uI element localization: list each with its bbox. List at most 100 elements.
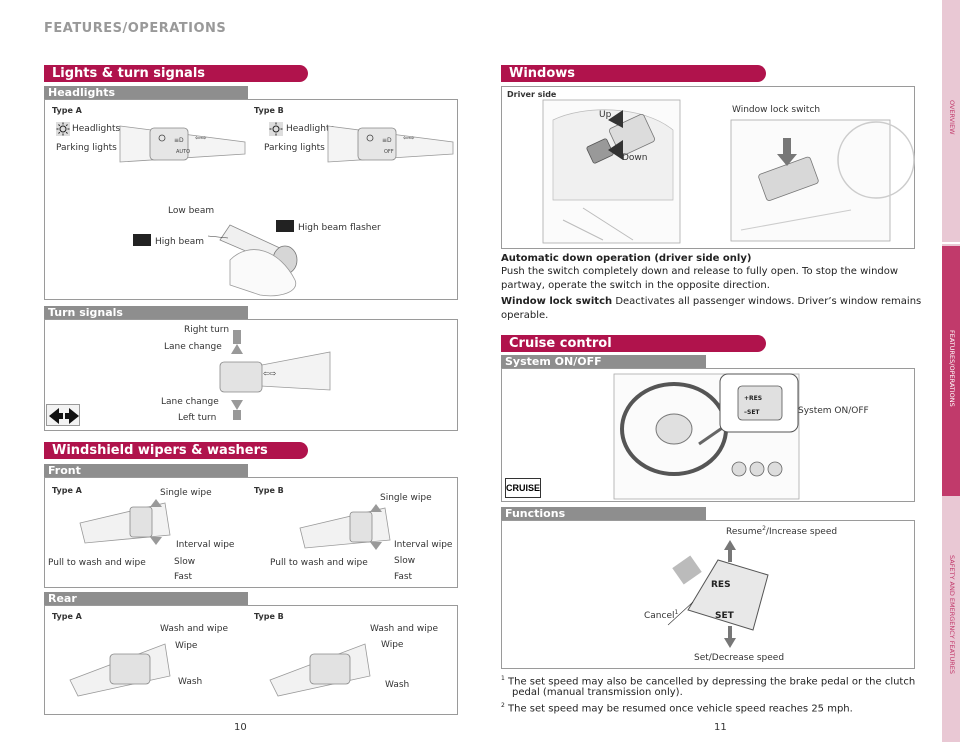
- tab-overview-label: OVERVIEW: [948, 100, 956, 135]
- wash-label-b: Wash: [385, 680, 410, 690]
- pull-to-wash-label-a: Pull to wash and wipe: [48, 558, 146, 568]
- right-turn-label: Right turn: [184, 325, 230, 335]
- footnote-1-mark: 1: [501, 675, 505, 682]
- rear-type-b-label: Type B: [254, 612, 284, 621]
- down-label: Down: [622, 153, 648, 163]
- res-button[interactable]: RES: [711, 580, 731, 590]
- rear-wiper-stalk-a-illustration: [69, 643, 171, 697]
- footnote-2-mark: 2: [501, 702, 505, 709]
- system-onoff-label: System ON/OFF: [798, 406, 869, 416]
- window-lock-text-2: operable.: [501, 310, 549, 321]
- increase-speed-text: /Increase speed: [765, 527, 838, 537]
- set-decrease-label: Set/Decrease speed: [694, 653, 785, 663]
- fast-label-a: Fast: [174, 572, 193, 582]
- window-lock-switch-photo: [730, 119, 915, 242]
- parking-lights-label-a: Parking lights: [56, 143, 117, 153]
- slow-label-a: Slow: [174, 557, 196, 567]
- slow-label-b: Slow: [394, 556, 416, 566]
- svg-text:≡D: ≡D: [382, 137, 392, 144]
- subsection-turn-signals: Turn signals: [44, 306, 248, 319]
- front-wiper-stalk-a-illustration: [79, 499, 171, 545]
- window-lock-bold: Window lock switch: [501, 296, 613, 307]
- cruise-indicator-badge: CRUISE: [505, 478, 541, 498]
- auto-down-text-2: partway, operate the switch in the oppos…: [501, 280, 770, 291]
- tab-safety[interactable]: [942, 498, 960, 742]
- page-number-right: 11: [714, 722, 727, 733]
- front-type-a-label: Type A: [52, 486, 82, 495]
- page-number-left: 10: [234, 722, 247, 733]
- high-beam-label: High beam: [155, 237, 205, 247]
- wash-and-wipe-label-b: Wash and wipe: [370, 624, 438, 634]
- window-lock-paragraph: Window lock switch Deactivates all passe…: [501, 295, 921, 309]
- section-title-lights: Lights & turn signals: [44, 65, 308, 82]
- subsection-functions: Functions: [501, 507, 706, 520]
- subsection-headlights: Headlights: [44, 86, 248, 99]
- section-title-wipers: Windshield wipers & washers: [44, 442, 308, 459]
- parking-lights-label-b: Parking lights: [264, 143, 325, 153]
- subsection-front: Front: [44, 464, 248, 477]
- headlights-label-a: Headlights: [72, 124, 121, 134]
- window-lock-text: Deactivates all passenger windows. Drive…: [612, 296, 922, 307]
- driver-side-label: Driver side: [507, 90, 557, 99]
- rear-type-a-label: Type A: [52, 612, 82, 621]
- wash-and-wipe-label-a: Wash and wipe: [160, 624, 228, 634]
- rear-wiper-stalk-b-illustration: [269, 643, 371, 697]
- type-b-label: Type B: [254, 106, 284, 115]
- type-a-label: Type A: [52, 106, 82, 115]
- svg-text:–SET: –SET: [744, 409, 760, 416]
- headlight-sun-icon: [56, 122, 70, 136]
- set-button[interactable]: SET: [715, 611, 734, 621]
- subsection-rear: Rear: [44, 592, 248, 605]
- auto-down-title: Automatic down operation (driver side on…: [501, 253, 752, 264]
- interval-wipe-label-a: Interval wipe: [176, 540, 235, 550]
- resume-footnote-mark: 2: [762, 525, 766, 532]
- tab-features-active[interactable]: [942, 246, 960, 496]
- page-header: FEATURES/OPERATIONS: [44, 21, 227, 36]
- high-beam-flasher-label: High beam flasher: [298, 223, 381, 233]
- cancel-label: Cancel1: [644, 609, 678, 621]
- headlight-stalk-b-illustration: ≡D OFF ⇦⇨: [327, 125, 454, 163]
- wash-label-a: Wash: [178, 677, 203, 687]
- resume-text: Resume: [726, 527, 763, 537]
- svg-text:≡D: ≡D: [174, 137, 184, 144]
- cancel-text: Cancel: [644, 611, 675, 621]
- left-turn-label: Left turn: [178, 413, 217, 423]
- svg-text:⇦⇨: ⇦⇨: [403, 134, 415, 142]
- footnote-2-text: The set speed may be resumed once vehicl…: [508, 703, 853, 715]
- turn-signal-arrows-icon: [46, 404, 80, 426]
- section-title-cruise: Cruise control: [501, 335, 766, 352]
- wipe-label-b: Wipe: [381, 640, 404, 650]
- front-wiper-stalk-b-illustration: [299, 504, 391, 550]
- window-switch-photo: [542, 99, 681, 244]
- window-lock-switch-label: Window lock switch: [732, 105, 821, 115]
- tab-features-label: FEATURES/OPERATIONS: [948, 330, 956, 407]
- high-beam-flasher-icon: [276, 220, 294, 232]
- lane-change-up-label: Lane change: [164, 342, 222, 352]
- beam-stalk-hand-illustration: [207, 224, 298, 297]
- svg-text:⇦⇨: ⇦⇨: [263, 369, 277, 378]
- front-type-b-label: Type B: [254, 486, 284, 495]
- lane-change-down-label: Lane change: [161, 397, 219, 407]
- wipe-label-a: Wipe: [175, 641, 198, 651]
- cancel-footnote-mark: 1: [674, 609, 679, 616]
- footnote-2: 2 The set speed may be resumed once vehi…: [501, 699, 853, 716]
- subsection-system-onoff: System ON/OFF: [501, 355, 706, 368]
- high-beam-icon: [133, 234, 151, 246]
- tab-overview[interactable]: [942, 0, 960, 244]
- footnote-1: 1 The set speed may also be cancelled by…: [501, 672, 915, 689]
- cruise-lever-illustration: [667, 540, 769, 648]
- tab-safety-label: SAFETY AND EMERGENCY FEATURES: [948, 555, 956, 674]
- svg-text:AUTO: AUTO: [176, 149, 190, 155]
- auto-down-text-1: Push the switch completely down and rele…: [501, 266, 899, 277]
- headlights-label-b: Headlights: [286, 124, 335, 134]
- headlight-sun-icon: [269, 122, 283, 136]
- single-wipe-label-b: Single wipe: [380, 493, 432, 503]
- footnote-1-cont: pedal (manual transmission only).: [512, 687, 683, 698]
- resume-label: Resume2/Increase speed: [726, 525, 837, 537]
- svg-text:+RES: +RES: [744, 395, 762, 402]
- cruise-lever-inset: +RES –SET: [719, 373, 799, 433]
- svg-text:⇦⇨: ⇦⇨: [195, 134, 207, 142]
- footnote-1-text: The set speed may also be cancelled by d…: [508, 676, 916, 688]
- pull-to-wash-label-b: Pull to wash and wipe: [270, 558, 368, 568]
- svg-text:OFF: OFF: [384, 149, 394, 155]
